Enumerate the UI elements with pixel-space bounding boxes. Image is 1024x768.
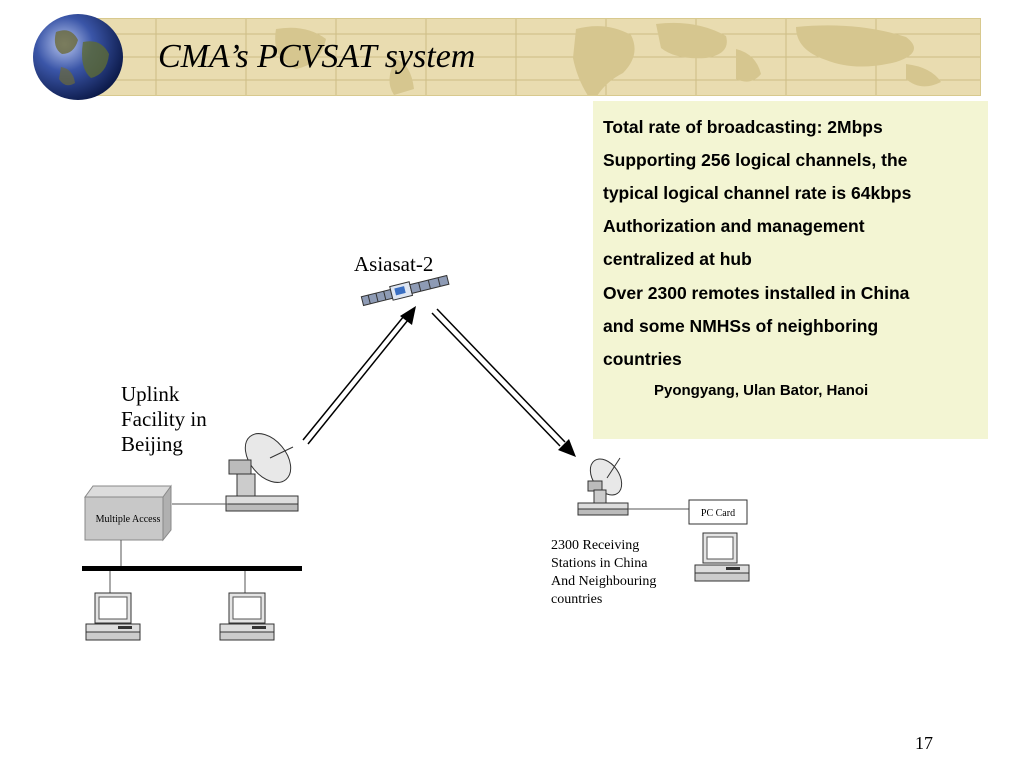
satellite-icon (360, 274, 450, 307)
lan-bus (82, 566, 302, 571)
uplink-label-line: Beijing (121, 432, 183, 456)
info-box: Total rate of broadcasting: 2Mbps Suppor… (593, 101, 988, 439)
uplink-facility-label: Uplink Facility in Beijing (121, 382, 207, 457)
receiving-label-line: 2300 Receiving (551, 538, 640, 553)
info-sub-line: Pyongyang, Ulan Bator, Hanoi (654, 382, 869, 399)
downlink-arrow (431, 308, 576, 457)
info-line: typical logical channel rate is 64kbps (603, 183, 912, 203)
info-line: centralized at hub (603, 249, 752, 269)
receiving-label-line: And Neighbouring (551, 574, 657, 589)
receiving-dish-icon (577, 457, 629, 516)
header-banner (95, 18, 981, 96)
info-line: Authorization and management (603, 216, 865, 236)
info-line: Supporting 256 logical channels, the (603, 150, 908, 170)
world-map-decoration (96, 19, 980, 95)
receiving-label-line: countries (551, 592, 603, 607)
page-number: 17 (915, 733, 933, 753)
globe-icon (33, 14, 123, 100)
computer-icon (219, 592, 275, 641)
multiple-access-box (84, 484, 172, 542)
info-line: countries (603, 349, 682, 369)
info-line: and some NMHSs of neighboring (603, 316, 879, 336)
info-line: Over 2300 remotes installed in China (603, 283, 910, 303)
pc-card-box (688, 499, 748, 525)
uplink-label-line: Uplink (121, 382, 180, 406)
uplink-arrow (302, 306, 416, 445)
slide-title: CMA’s PCVSAT system (158, 38, 476, 75)
computer-icon (85, 592, 141, 641)
satellite-label: Asiasat-2 (354, 252, 434, 276)
uplink-dish-icon (225, 433, 299, 512)
computer-icon (694, 532, 750, 582)
receiving-label-line: Stations in China (551, 556, 648, 571)
uplink-label-line: Facility in (121, 407, 207, 431)
pc-card-label: PC Card (700, 508, 736, 519)
receiving-stations-label: 2300 Receiving Stations in China And Nei… (551, 537, 656, 609)
multiple-access-label: Multiple Access (95, 514, 161, 525)
info-line: Total rate of broadcasting: 2Mbps (603, 117, 883, 137)
